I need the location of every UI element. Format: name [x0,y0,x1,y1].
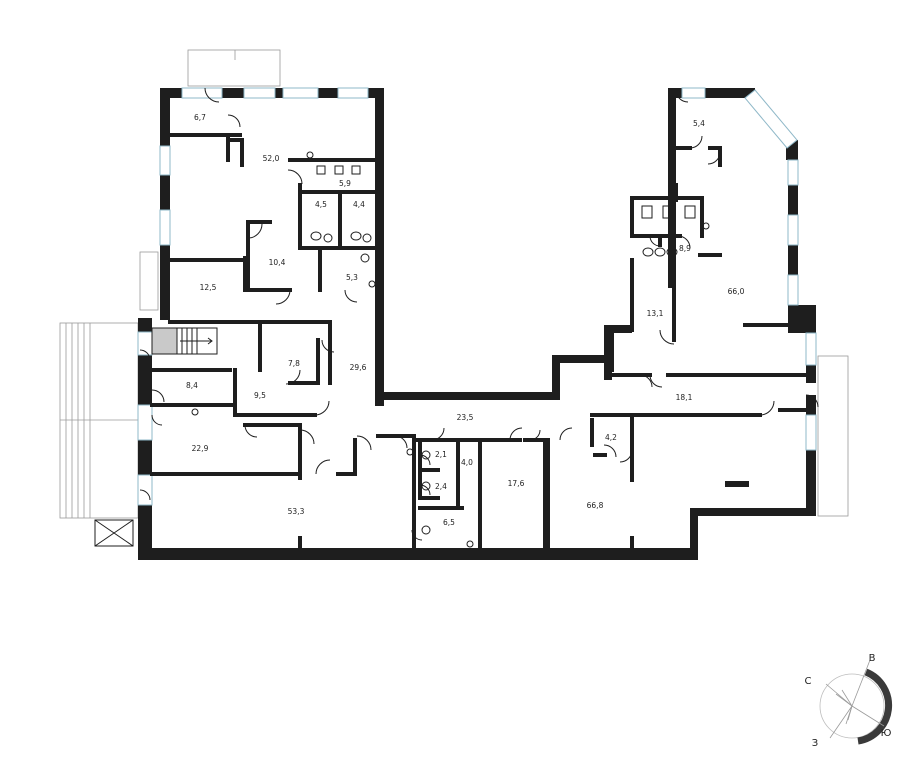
room-area-label: 6,5 [443,518,455,527]
exterior-walls [138,88,816,560]
room-area-label: 2,1 [435,450,447,459]
compass-rose: С В Ю З [805,653,893,749]
room-area-label: 29,6 [350,363,367,372]
room-labels: 6,7 52,0 5,9 4,5 4,4 10,4 5,3 12,5 7,8 2… [186,113,745,527]
room-area-label: 8,4 [186,381,198,390]
room-area-label: 53,3 [288,507,305,516]
room-area-label: 4,4 [353,200,365,209]
room-area-label: 18,1 [676,393,693,402]
compass-east-label: В [869,653,876,664]
sanitary-fixtures [191,151,710,548]
room-area-label: 52,0 [263,154,280,163]
staircase [151,327,218,355]
compass-north-label: С [805,676,812,687]
door-swings [139,87,819,541]
interior-walls [150,133,808,550]
room-area-label: 66,8 [587,501,604,510]
room-area-label: 22,9 [192,444,209,453]
room-area-label: 6,7 [194,113,206,122]
room-area-label: 5,9 [339,179,351,188]
room-area-label: 4,2 [605,433,617,442]
windows [137,87,817,506]
room-area-label: 4,0 [461,458,473,467]
room-area-label: 7,8 [288,359,300,368]
room-area-label: 9,5 [254,391,266,400]
compass-west-label: З [812,738,818,749]
room-area-label: 17,6 [508,479,525,488]
room-area-label: 10,4 [269,258,286,267]
room-area-label: 5,3 [346,273,358,282]
room-area-label: 8,9 [679,244,691,253]
room-area-label: 4,5 [315,200,327,209]
compass-south-label: Ю [881,728,892,739]
terraces [59,49,849,547]
room-area-label: 23,5 [457,413,474,422]
room-area-label: 12,5 [200,283,217,292]
room-area-label: 2,4 [435,482,447,491]
room-area-label: 5,4 [693,119,705,128]
room-area-label: 13,1 [647,309,664,318]
room-area-label: 66,0 [728,287,745,296]
